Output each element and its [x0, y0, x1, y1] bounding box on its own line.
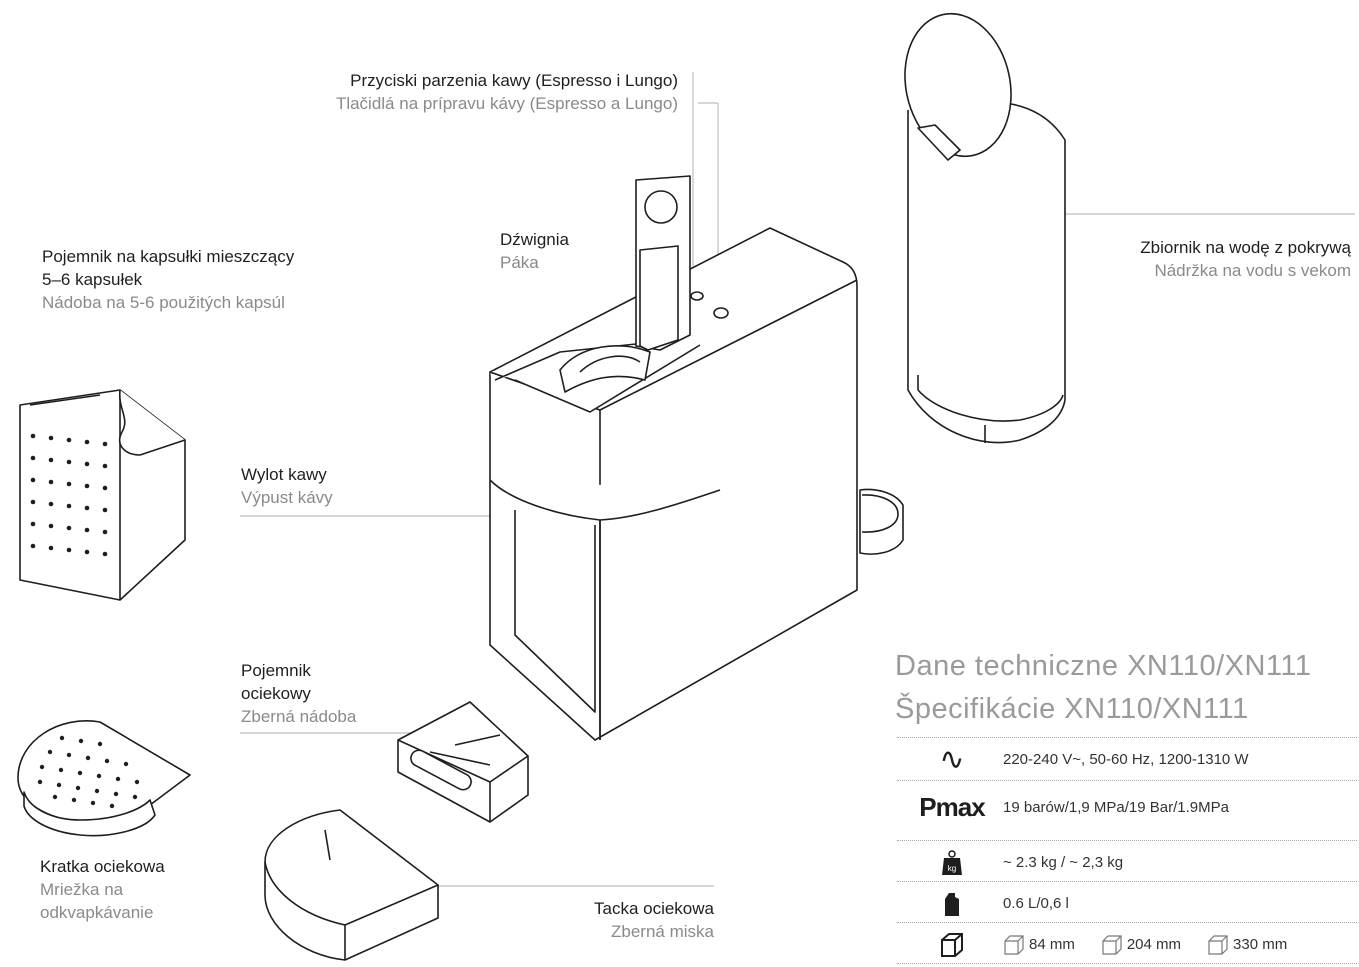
label-coffee-outlet-sk: Výpust kávy — [241, 488, 333, 507]
label-capsule-container-sk: Nádoba na 5-6 použitých kapsúl — [42, 293, 285, 312]
ac-icon: ∿ — [939, 742, 965, 776]
label-drip-container-pl1: Pojemnik — [241, 661, 311, 680]
spec-capacity-value: 0.6 L/0,6 l — [1003, 895, 1069, 912]
label-drip-tray-pl: Tacka ociekowa — [593, 899, 714, 918]
spec-weight-value: ~ 2.3 kg / ~ 2,3 kg — [1003, 854, 1124, 871]
weight-icon-text: kg — [948, 864, 956, 873]
label-drip-grid-pl: Kratka ociekowa — [40, 857, 165, 876]
spec-row-dimensions: 84 mm 204 mm 330 mm — [897, 922, 1357, 966]
spec-row-pressure: Pmax 19 barów/1,9 MPa/19 Bar/1.9MPa — [897, 780, 1357, 833]
water-tank — [904, 12, 1066, 444]
label-drip-tray: Tacka ociekowa Zberná miska — [594, 897, 714, 943]
label-capsule-container: Pojemnik na kapsułki mieszczący 5–6 kaps… — [42, 245, 294, 314]
depth-icon — [1102, 934, 1122, 955]
dim-width: 84 mm — [1003, 934, 1075, 956]
drip-grid — [17, 720, 191, 837]
height-icon — [1208, 934, 1228, 955]
drip-grid-holes — [37, 735, 140, 809]
label-drip-grid: Kratka ociekowa Mriežka na odkvapkávanie — [40, 855, 165, 924]
coffee-machine — [489, 175, 904, 741]
capsule-container — [19, 389, 186, 601]
label-drip-grid-sk1: Mriežka na — [40, 880, 124, 899]
label-drip-container: Pojemnik ociekowy Zberná nádoba — [241, 659, 356, 728]
spec-power-value: 220-240 V~, 50-60 Hz, 1200-1310 W — [1003, 751, 1249, 768]
label-lever-pl: Dźwignia — [500, 230, 569, 249]
dim-height: 330 mm — [1207, 934, 1287, 956]
label-coffee-outlet-pl: Wylot kawy — [241, 465, 327, 484]
spec-row-weight: kg ~ 2.3 kg / ~ 2,3 kg — [897, 840, 1357, 884]
spec-row-capacity: 0.6 L/0,6 l — [897, 881, 1357, 925]
dim-width-value: 84 mm — [1029, 936, 1075, 953]
weight-icon: kg — [942, 849, 962, 875]
label-capsule-container-pl2: 5–6 kapsułek — [42, 270, 143, 289]
dim-depth: 204 mm — [1101, 934, 1181, 956]
width-icon — [1004, 934, 1024, 955]
label-drip-grid-sk2: odkvapkávanie — [40, 903, 154, 922]
label-drip-container-sk: Zberná nádoba — [241, 707, 357, 726]
label-water-tank-sk: Nádržka na vodu s vekom — [1154, 261, 1351, 280]
drip-tray — [264, 809, 439, 961]
capsule-container-holes — [30, 433, 108, 557]
spec-title-sk: Špecifikácie XN110/XN111 — [895, 693, 1249, 725]
dim-height-value: 330 mm — [1233, 936, 1288, 953]
label-brew-buttons: Przyciski parzenia kawy (Espresso i Lung… — [336, 69, 678, 115]
pmax-icon: Pmax — [919, 791, 985, 822]
dim-depth-value: 204 mm — [1126, 936, 1182, 953]
label-brew-buttons-pl: Przyciski parzenia kawy (Espresso i Lung… — [350, 71, 678, 90]
spec-dimensions: 84 mm 204 mm 330 mm — [1003, 923, 1313, 966]
label-drip-tray-sk: Zberná miska — [611, 922, 714, 941]
label-lever: Dźwignia Páka — [500, 228, 569, 274]
spec-row-power: ∿ 220-240 V~, 50-60 Hz, 1200-1310 W — [897, 737, 1357, 781]
label-drip-container-pl2: ociekowy — [241, 684, 311, 703]
label-coffee-outlet: Wylot kawy Výpust kávy — [241, 463, 333, 509]
spec-pressure-value: 19 barów/1,9 MPa/19 Bar/1.9MPa — [1003, 798, 1229, 816]
label-brew-buttons-sk: Tlačidlá na prípravu kávy (Espresso a Lu… — [335, 94, 678, 113]
label-capsule-container-pl1: Pojemnik na kapsułki mieszczący — [42, 247, 295, 266]
label-water-tank: Zbiornik na wodę z pokrywą Nádržka na vo… — [1140, 236, 1351, 282]
drip-container — [397, 701, 529, 823]
cube-icon — [941, 932, 963, 957]
label-water-tank-pl: Zbiornik na wodę z pokrywą — [1140, 238, 1351, 257]
spec-title-pl: Dane techniczne XN110/XN111 — [895, 650, 1312, 682]
spec-table-bottom-rule — [897, 963, 1357, 964]
label-lever-sk: Páka — [500, 253, 539, 272]
water-bottle-icon — [945, 892, 959, 916]
